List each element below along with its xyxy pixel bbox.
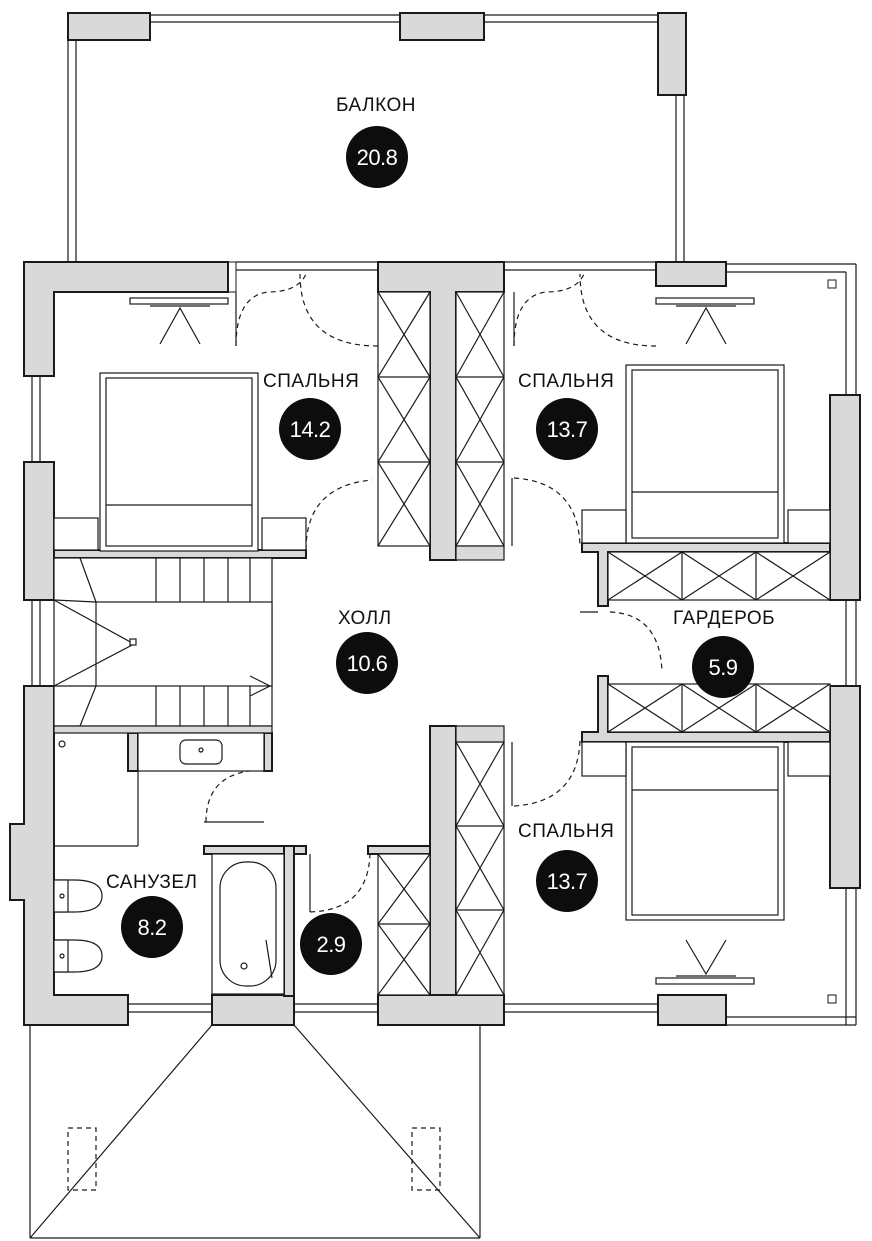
area-value-wardrobe: 5.9 <box>708 655 737 680</box>
room-label-bathroom: САНУЗЕЛ <box>106 872 197 893</box>
doors <box>204 273 663 913</box>
windows <box>31 261 857 1026</box>
area-badge <box>121 896 183 958</box>
area-value-bedroom-se: 13.7 <box>547 869 588 894</box>
area-value-bathroom: 8.2 <box>137 915 166 940</box>
area-badge <box>336 632 398 694</box>
closets <box>377 291 831 996</box>
balcony-outline <box>67 12 687 262</box>
area-value-bedroom-ne: 13.7 <box>547 417 588 442</box>
room-label-bedroom-ne: СПАЛЬНЯ <box>518 371 614 392</box>
room-label-bedroom-se: СПАЛЬНЯ <box>518 821 614 842</box>
area-badge <box>692 636 754 698</box>
room-label-balcony: БАЛКОН <box>336 95 416 116</box>
area-value-balcony: 20.8 <box>357 145 398 170</box>
furniture <box>53 297 831 995</box>
area-badge <box>536 398 598 460</box>
room-bedroom-nw: СПАЛЬНЯ 14.2 <box>263 371 359 460</box>
room-label-wardrobe: ГАРДЕРОБ <box>673 608 775 629</box>
room-small: 2.9 <box>300 913 362 975</box>
room-balcony: БАЛКОН 20.8 <box>336 95 416 188</box>
area-badge <box>300 913 362 975</box>
room-label-hall: ХОЛЛ <box>338 608 392 629</box>
area-badge <box>279 398 341 460</box>
room-bathroom: САНУЗЕЛ 8.2 <box>106 872 197 958</box>
area-badge <box>536 850 598 912</box>
porch-roof <box>29 1024 481 1239</box>
room-bedroom-se: СПАЛЬНЯ 13.7 <box>518 821 614 912</box>
room-bedroom-ne: СПАЛЬНЯ 13.7 <box>518 371 614 460</box>
room-wardrobe: ГАРДЕРОБ 5.9 <box>673 608 775 698</box>
room-label-bedroom-nw: СПАЛЬНЯ <box>263 371 359 392</box>
area-value-hall: 10.6 <box>347 651 388 676</box>
area-badge <box>346 126 408 188</box>
area-value-bedroom-nw: 14.2 <box>290 417 331 442</box>
area-value-small-room: 2.9 <box>316 932 345 957</box>
room-hall: ХОЛЛ 10.6 <box>336 608 398 694</box>
